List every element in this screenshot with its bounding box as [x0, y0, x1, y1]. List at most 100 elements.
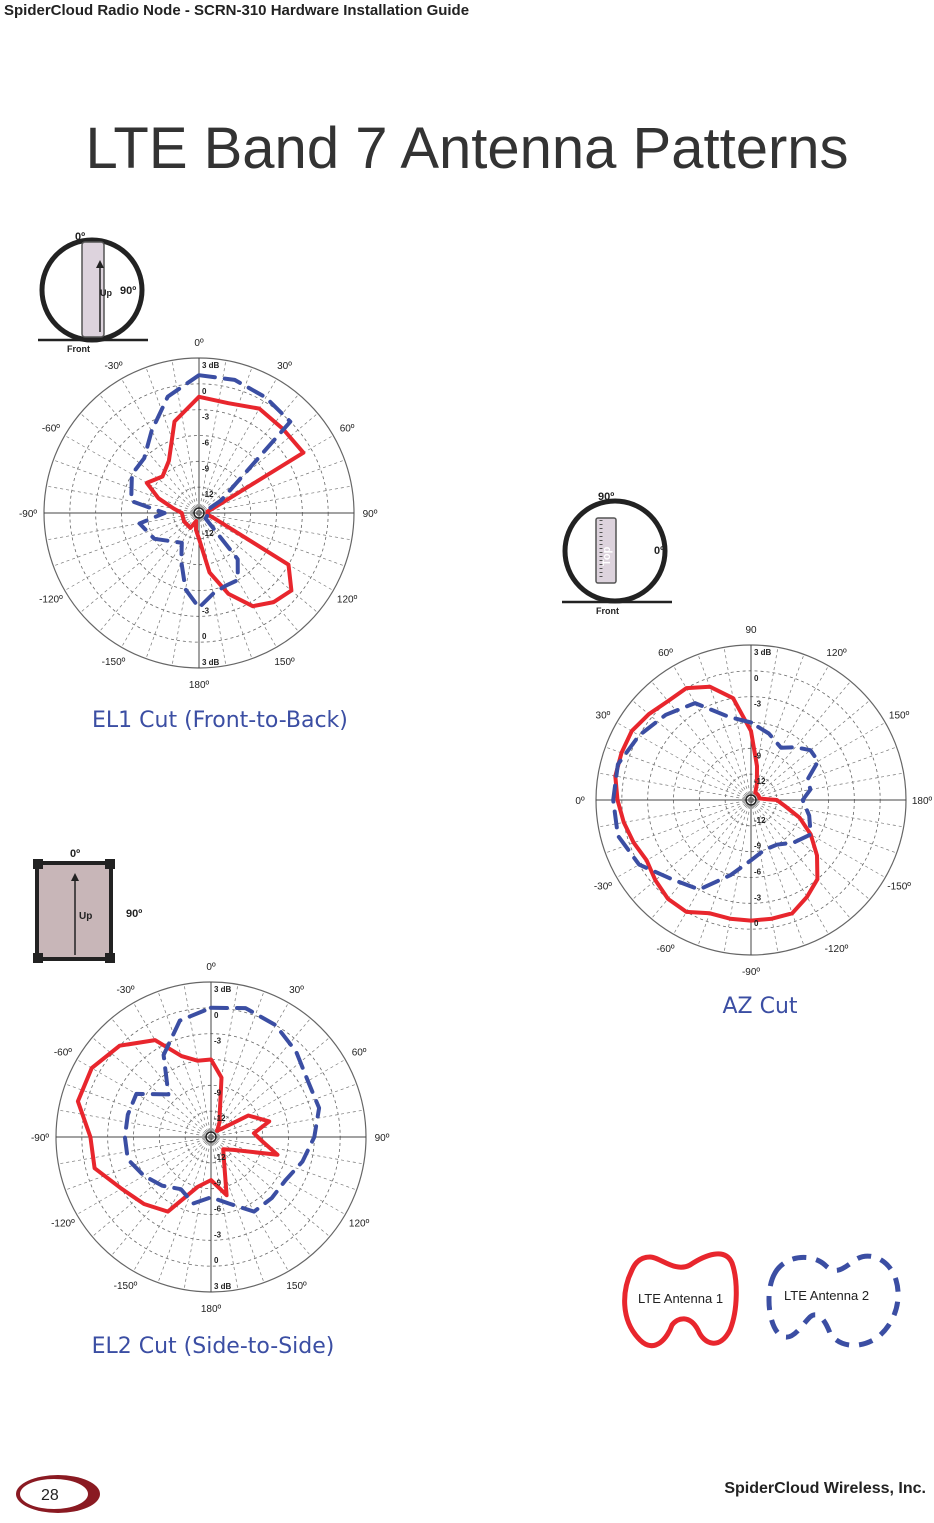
radial-tick-label: -9: [214, 1088, 222, 1097]
polar-grid: [55, 981, 367, 1293]
az-caption: AZ Cut: [722, 994, 798, 1019]
angle-label: -150º: [102, 657, 126, 668]
grid-spoke: [183, 984, 212, 1138]
inset-side-label: 90º: [126, 908, 142, 920]
angle-label: 150º: [889, 711, 910, 722]
grid-ring: [647, 696, 855, 904]
grid-spoke: [171, 360, 200, 514]
radial-tick-label: -3: [214, 1037, 222, 1046]
grid-spoke: [53, 512, 200, 567]
grid-spoke: [210, 991, 265, 1138]
grid-spoke: [58, 1109, 212, 1138]
grid-spoke: [53, 459, 200, 514]
grid-spoke: [198, 459, 345, 514]
grid-ring: [121, 435, 277, 591]
radial-tick-label: 0: [754, 674, 759, 683]
footer-company: SpiderCloud Wireless, Inc.: [724, 1480, 926, 1497]
grid-spoke: [198, 512, 318, 613]
grid-spoke: [210, 1136, 346, 1215]
grid-spoke: [111, 1136, 212, 1256]
grid-spoke: [198, 413, 318, 514]
angle-label: 180º: [912, 796, 933, 807]
grid-spoke: [145, 512, 200, 659]
angle-label: 120º: [349, 1219, 370, 1230]
grid-ring: [595, 644, 907, 956]
radial-tick-label: 0: [754, 919, 759, 928]
angle-label: -30º: [104, 361, 122, 372]
grid-spoke: [210, 1136, 265, 1283]
angle-label: 0º: [575, 796, 585, 807]
grid-spoke: [198, 378, 277, 514]
grid-spoke: [750, 799, 779, 953]
grid-spoke: [198, 512, 334, 591]
grid-spoke: [76, 1059, 212, 1138]
angle-label: 60º: [340, 424, 355, 435]
angle-label: -90º: [742, 967, 760, 978]
inset-top-label: 0º: [70, 848, 80, 860]
radial-tick-label: -6: [202, 439, 210, 448]
grid-spoke: [210, 1136, 364, 1165]
grid-spoke: [750, 654, 805, 801]
angle-label: 30º: [277, 361, 292, 372]
page-number: 28: [41, 1487, 59, 1504]
grid-spoke: [750, 665, 829, 801]
grid-ring: [158, 1084, 264, 1190]
angle-label: 90: [745, 625, 757, 636]
grid-spoke: [210, 1083, 357, 1138]
grid-spoke: [210, 1136, 330, 1237]
grid-ring: [69, 383, 329, 643]
inset-side-label: 0º: [654, 545, 664, 557]
angle-label: 60º: [352, 1048, 367, 1059]
series-antenna1-line: [613, 684, 820, 923]
grid-spoke: [750, 647, 779, 801]
angle-label: 0º: [194, 338, 204, 349]
grid-ring: [107, 1033, 315, 1241]
grid-spoke: [198, 360, 227, 514]
radial-tick-label: -12: [214, 1114, 226, 1123]
grid-spoke: [750, 799, 904, 828]
grid-spoke: [750, 799, 897, 854]
angle-label: -150º: [114, 1281, 138, 1292]
grid-spoke: [605, 746, 752, 801]
angle-label: -120º: [39, 595, 63, 606]
radial-tick-label: 3 dB: [202, 658, 220, 667]
radial-tick-label: -9: [754, 751, 762, 760]
grid-ring: [55, 981, 367, 1293]
angle-label: -60º: [42, 424, 60, 435]
radial-tick-label: 0: [202, 632, 207, 641]
radial-tick-label: 0: [214, 1011, 219, 1020]
radial-tick-label: -3: [202, 606, 210, 615]
radial-tick-label: -9: [754, 842, 762, 851]
grid-spoke: [750, 722, 886, 801]
grid-spoke: [651, 799, 752, 919]
angle-label: -90º: [19, 509, 37, 520]
angle-label: 150º: [274, 657, 295, 668]
radial-tick-label: -12: [202, 490, 214, 499]
el2-orientation-inset: 0º Up 90º: [33, 848, 142, 963]
radial-tick-label: -6: [754, 868, 762, 877]
grid-spoke: [157, 1136, 212, 1283]
grid-spoke: [210, 1136, 239, 1290]
center-marker: [205, 1131, 217, 1143]
radial-tick-label: 0: [202, 387, 207, 396]
el1-caption: EL1 Cut (Front-to-Back): [92, 708, 348, 733]
grid-spoke: [673, 665, 752, 801]
angle-label: -60º: [54, 1048, 72, 1059]
el2-caption: EL2 Cut (Side-to-Side): [91, 1334, 335, 1359]
inset-arrow-label: Up: [100, 288, 112, 298]
grid-spoke: [210, 1059, 346, 1138]
radial-tick-label: 3 dB: [754, 648, 772, 657]
angle-label: -90º: [31, 1133, 49, 1144]
legend: LTE Antenna 1 LTE Antenna 2: [622, 1251, 901, 1349]
angle-label: 30º: [289, 985, 304, 996]
radial-tick-label: -12: [202, 529, 214, 538]
radial-tick-label: -9: [202, 464, 210, 473]
grid-spoke: [121, 378, 200, 514]
angle-label: 60º: [658, 648, 673, 659]
angle-label: 90º: [363, 509, 378, 520]
grid-spoke: [133, 1136, 212, 1272]
device-icon: [35, 861, 113, 961]
grid-ring: [698, 747, 804, 853]
grid-spoke: [632, 700, 752, 801]
grid-spoke: [210, 1109, 364, 1138]
